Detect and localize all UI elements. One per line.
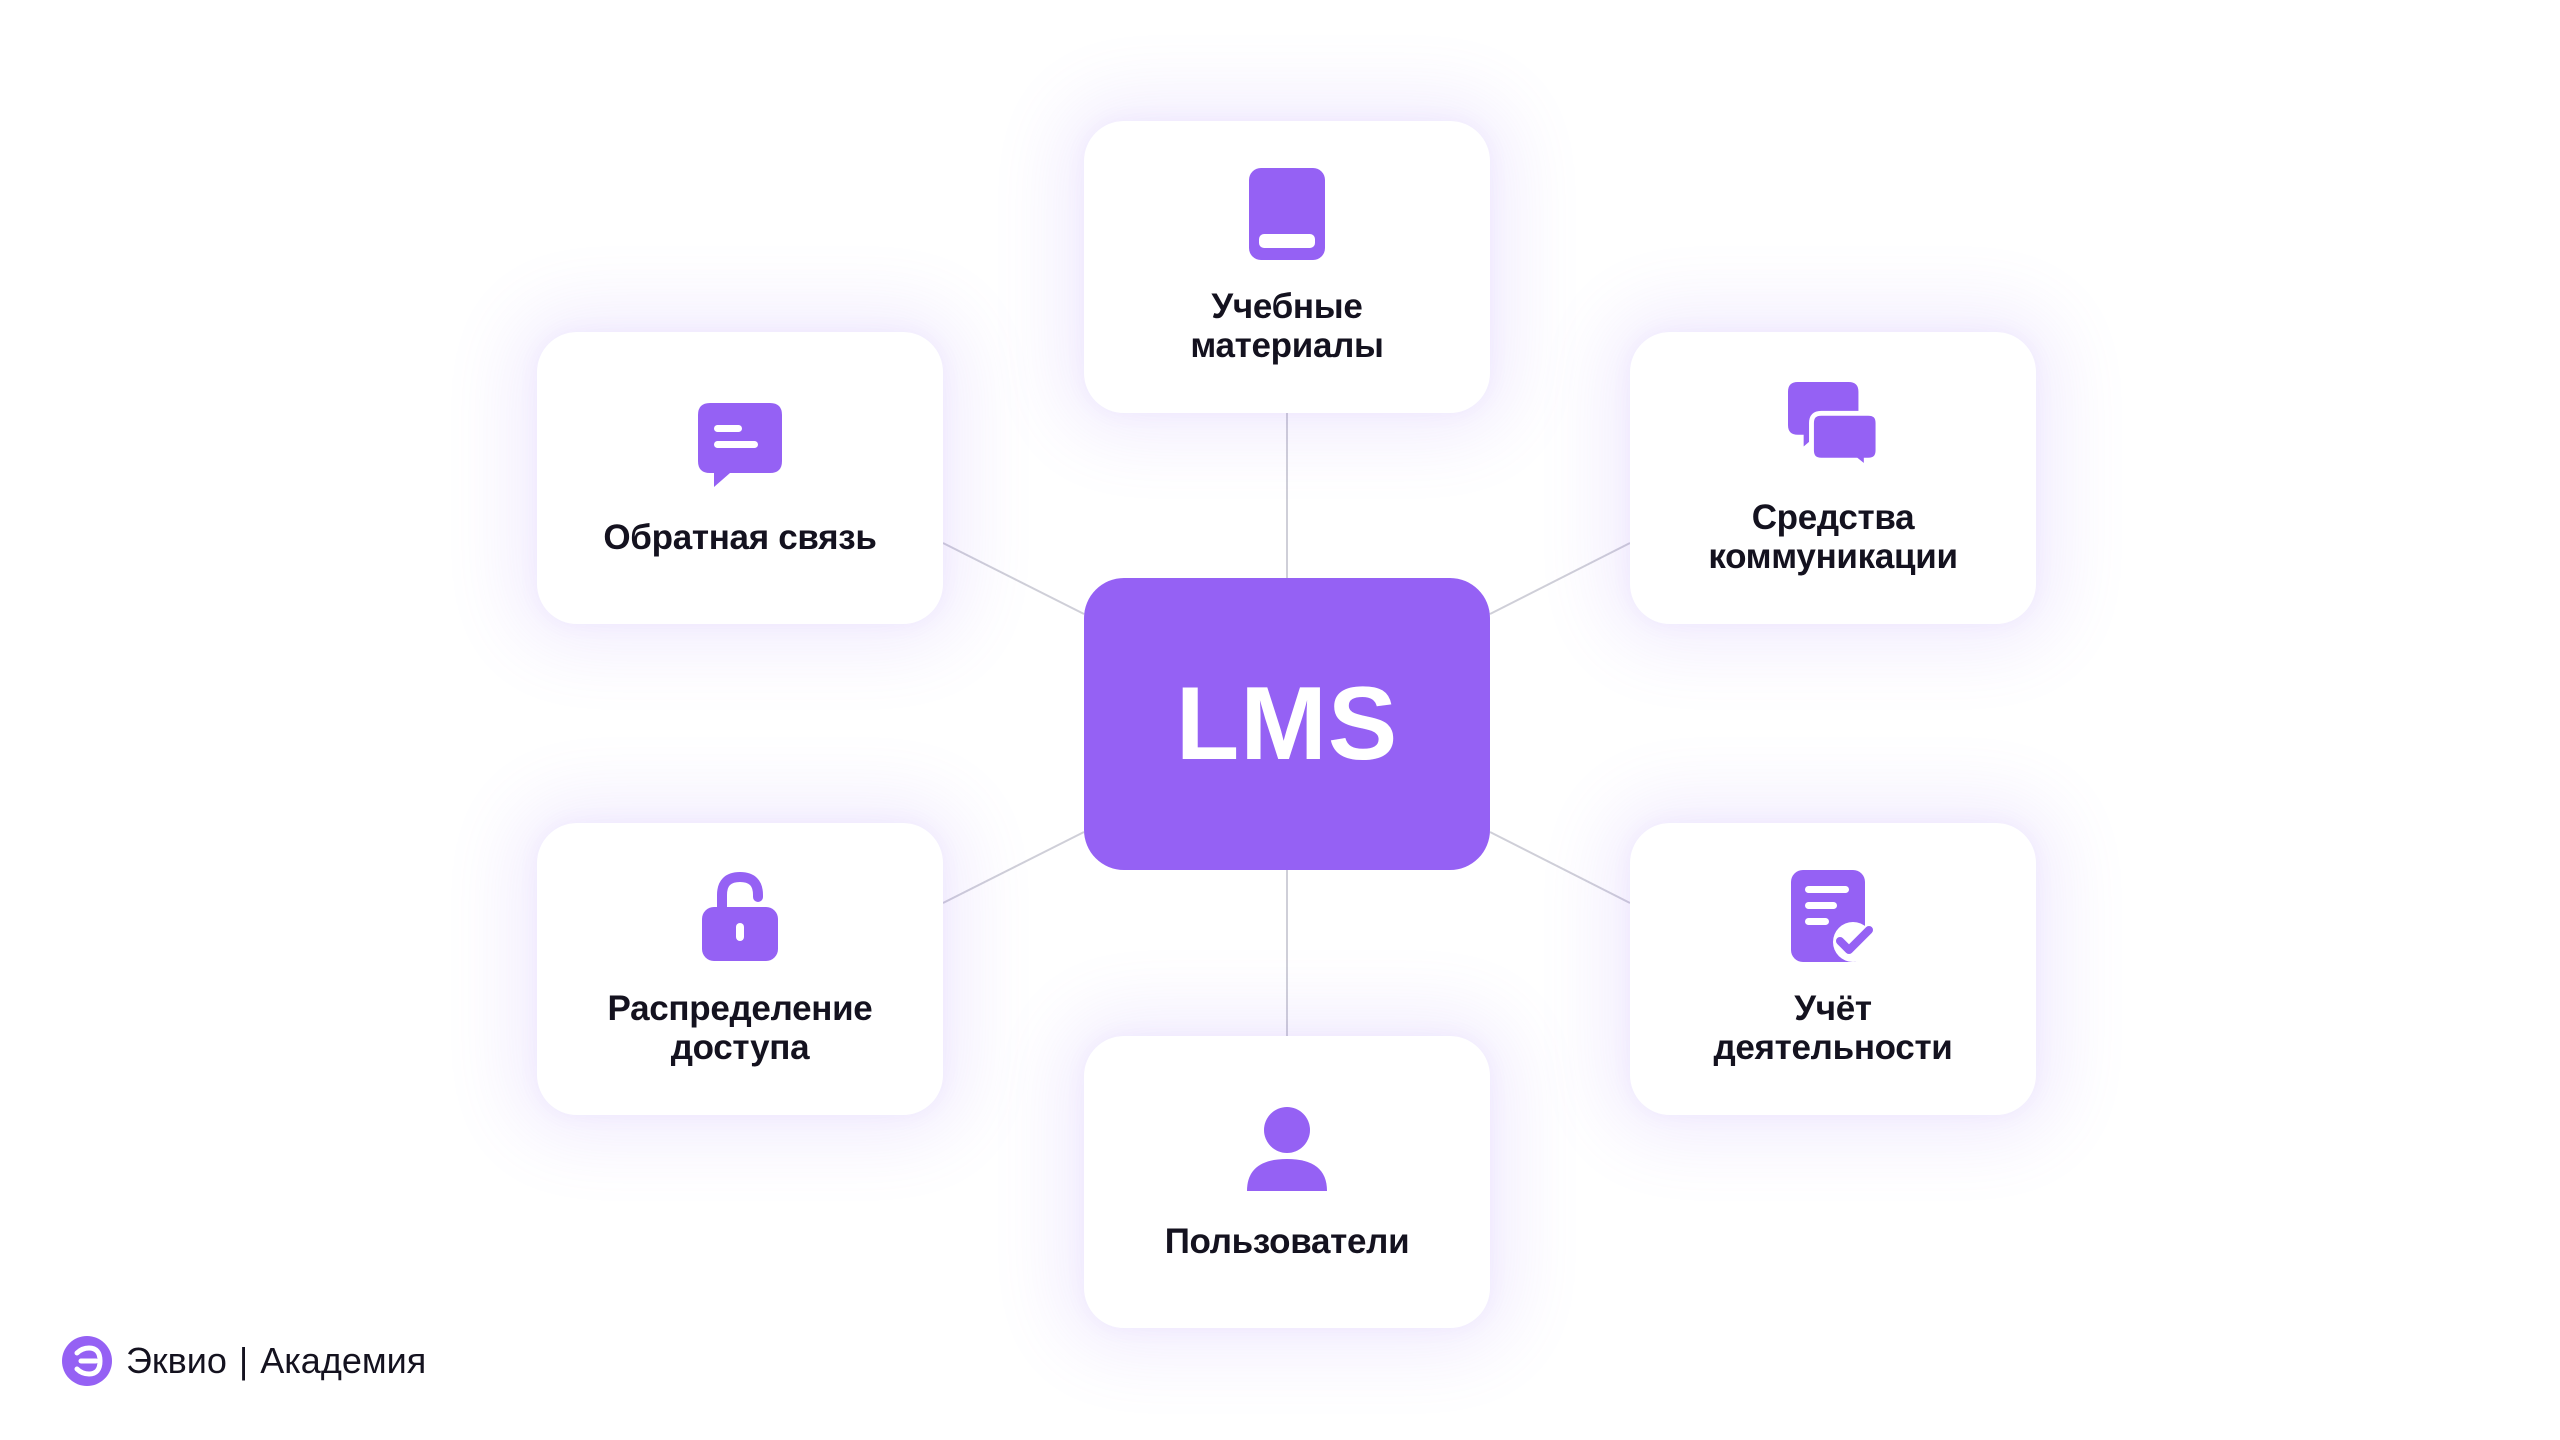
brand-footer: Эквио | Академия xyxy=(62,1336,426,1386)
document-check-icon xyxy=(1788,870,1878,962)
connector-bottom-left xyxy=(942,831,1085,904)
connector-top-left xyxy=(942,542,1085,615)
node-activity-tracking: Учёт деятельности xyxy=(1630,823,2036,1115)
user-icon xyxy=(1242,1104,1332,1194)
node-feedback: Обратная связь xyxy=(537,332,943,624)
node-label: Учебные материалы xyxy=(1190,287,1384,365)
center-label: LMS xyxy=(1175,665,1399,782)
brand-name: Эквио xyxy=(126,1340,227,1381)
connector-top-right xyxy=(1489,542,1631,615)
brand-subtitle: Академия xyxy=(260,1340,427,1381)
node-label: Средства коммуникации xyxy=(1708,498,1958,576)
book-icon xyxy=(1242,168,1332,260)
node-label: Пользователи xyxy=(1164,1221,1410,1261)
node-access-distribution: Распределение доступа xyxy=(537,823,943,1115)
node-users: Пользователи xyxy=(1084,1036,1490,1328)
message-icon xyxy=(695,400,785,490)
brand-separator: | xyxy=(238,1340,249,1381)
node-label: Учёт деятельности xyxy=(1713,989,1953,1067)
chat-bubbles-icon xyxy=(1788,380,1878,470)
node-lms-center: LMS xyxy=(1084,578,1490,870)
node-label: Распределение доступа xyxy=(607,989,873,1067)
node-learning-materials: Учебные материалы xyxy=(1084,121,1490,413)
brand-logo-icon xyxy=(62,1336,112,1386)
unlock-icon xyxy=(695,871,785,961)
node-label: Обратная связь xyxy=(603,517,877,557)
connector-bottom-right xyxy=(1489,831,1631,904)
node-communication-tools: Средства коммуникации xyxy=(1630,332,2036,624)
